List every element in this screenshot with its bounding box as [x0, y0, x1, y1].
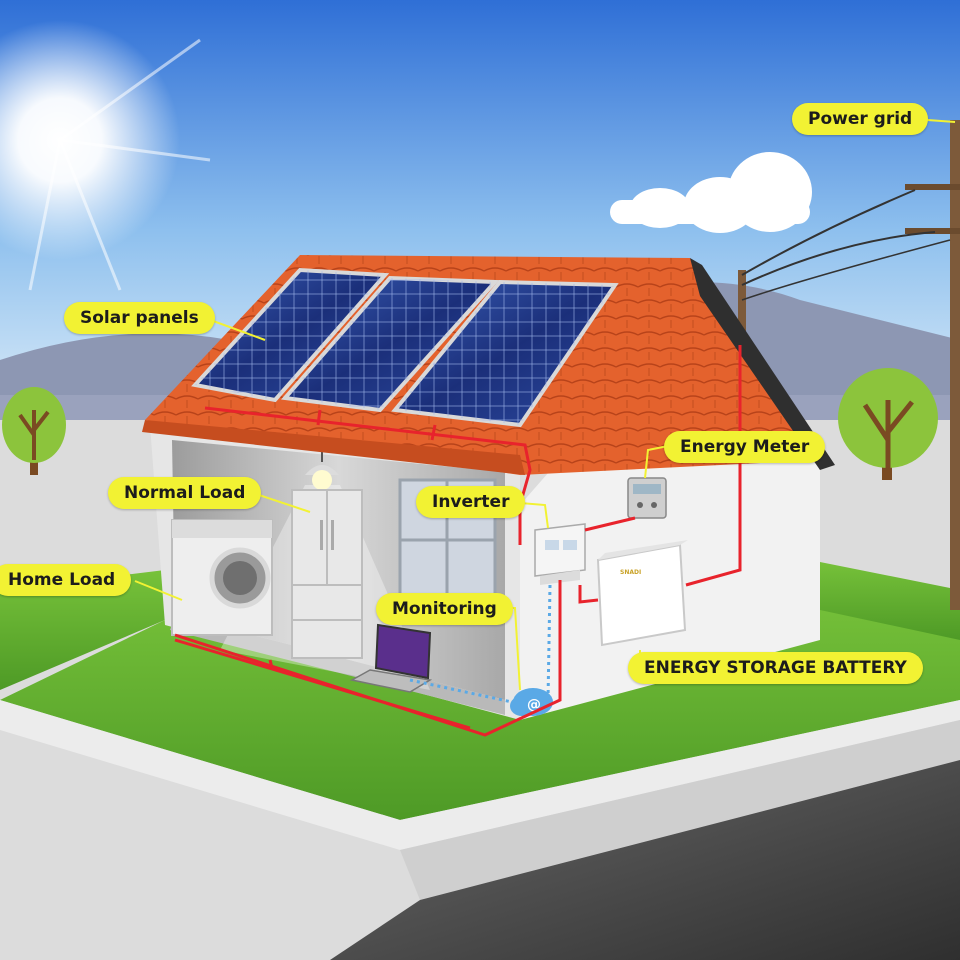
- energy-meter: [627, 477, 667, 519]
- label-solar-panels: Solar panels: [64, 302, 215, 334]
- label-monitoring: Monitoring: [376, 593, 513, 625]
- solar-panel-array: [191, 267, 619, 428]
- roof-edge: [690, 258, 835, 470]
- refrigerator: [291, 489, 363, 659]
- label-energy-meter: Energy Meter: [664, 431, 826, 463]
- tree-right: [838, 368, 938, 480]
- battery-brand: SNADI: [620, 569, 641, 576]
- sidewalk: [0, 700, 960, 850]
- power-wiring: [174, 345, 742, 737]
- road: [330, 760, 960, 960]
- label-home-load: Home Load: [0, 564, 132, 596]
- left-grass: [0, 570, 165, 690]
- label-normal-load: Normal Load: [108, 477, 262, 509]
- washing-machine: [171, 519, 273, 636]
- tree-left: [2, 387, 66, 475]
- label-power-grid: Power grid: [792, 103, 929, 135]
- label-inverter: Inverter: [416, 486, 526, 518]
- sun-rays: [28, 38, 211, 291]
- energy-storage-battery: SNADI: [596, 540, 688, 647]
- inverter: [534, 523, 586, 585]
- sun: [0, 20, 180, 260]
- monitoring-link: [409, 584, 552, 704]
- cloud: [610, 152, 812, 233]
- label-energy-storage-battery: ENERGY STORAGE BATTERY: [628, 652, 923, 684]
- laptop: [349, 623, 433, 693]
